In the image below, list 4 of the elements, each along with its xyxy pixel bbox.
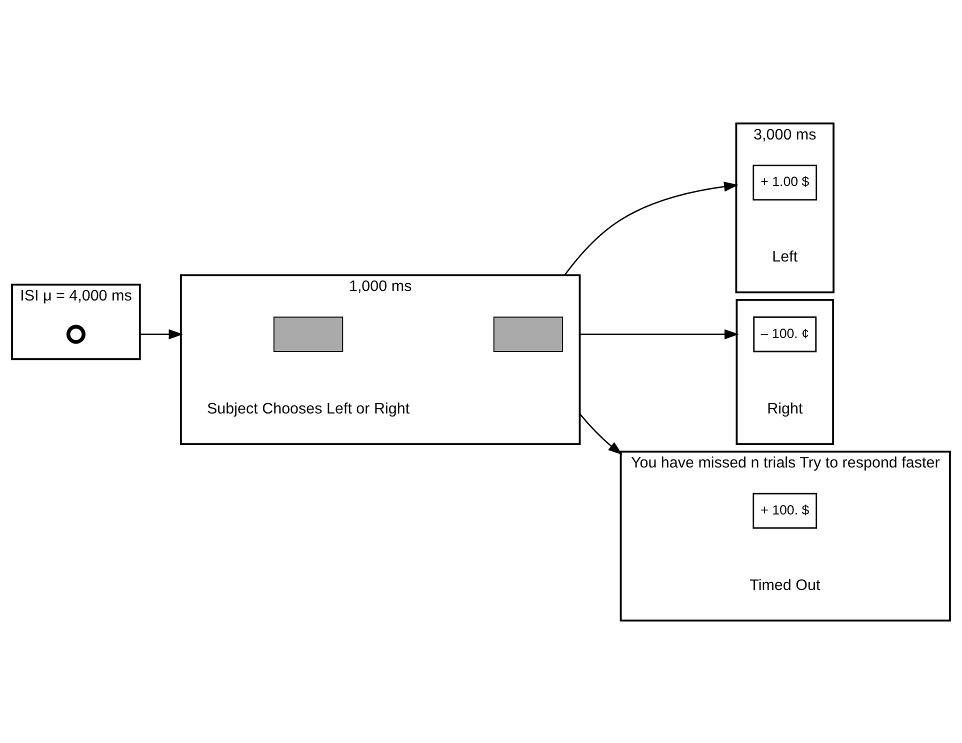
node-label: Subject Chooses Left or Right (207, 400, 410, 417)
node-label: Right (767, 400, 803, 417)
node-label: Left (772, 248, 798, 266)
node-label: Timed Out (750, 576, 820, 594)
